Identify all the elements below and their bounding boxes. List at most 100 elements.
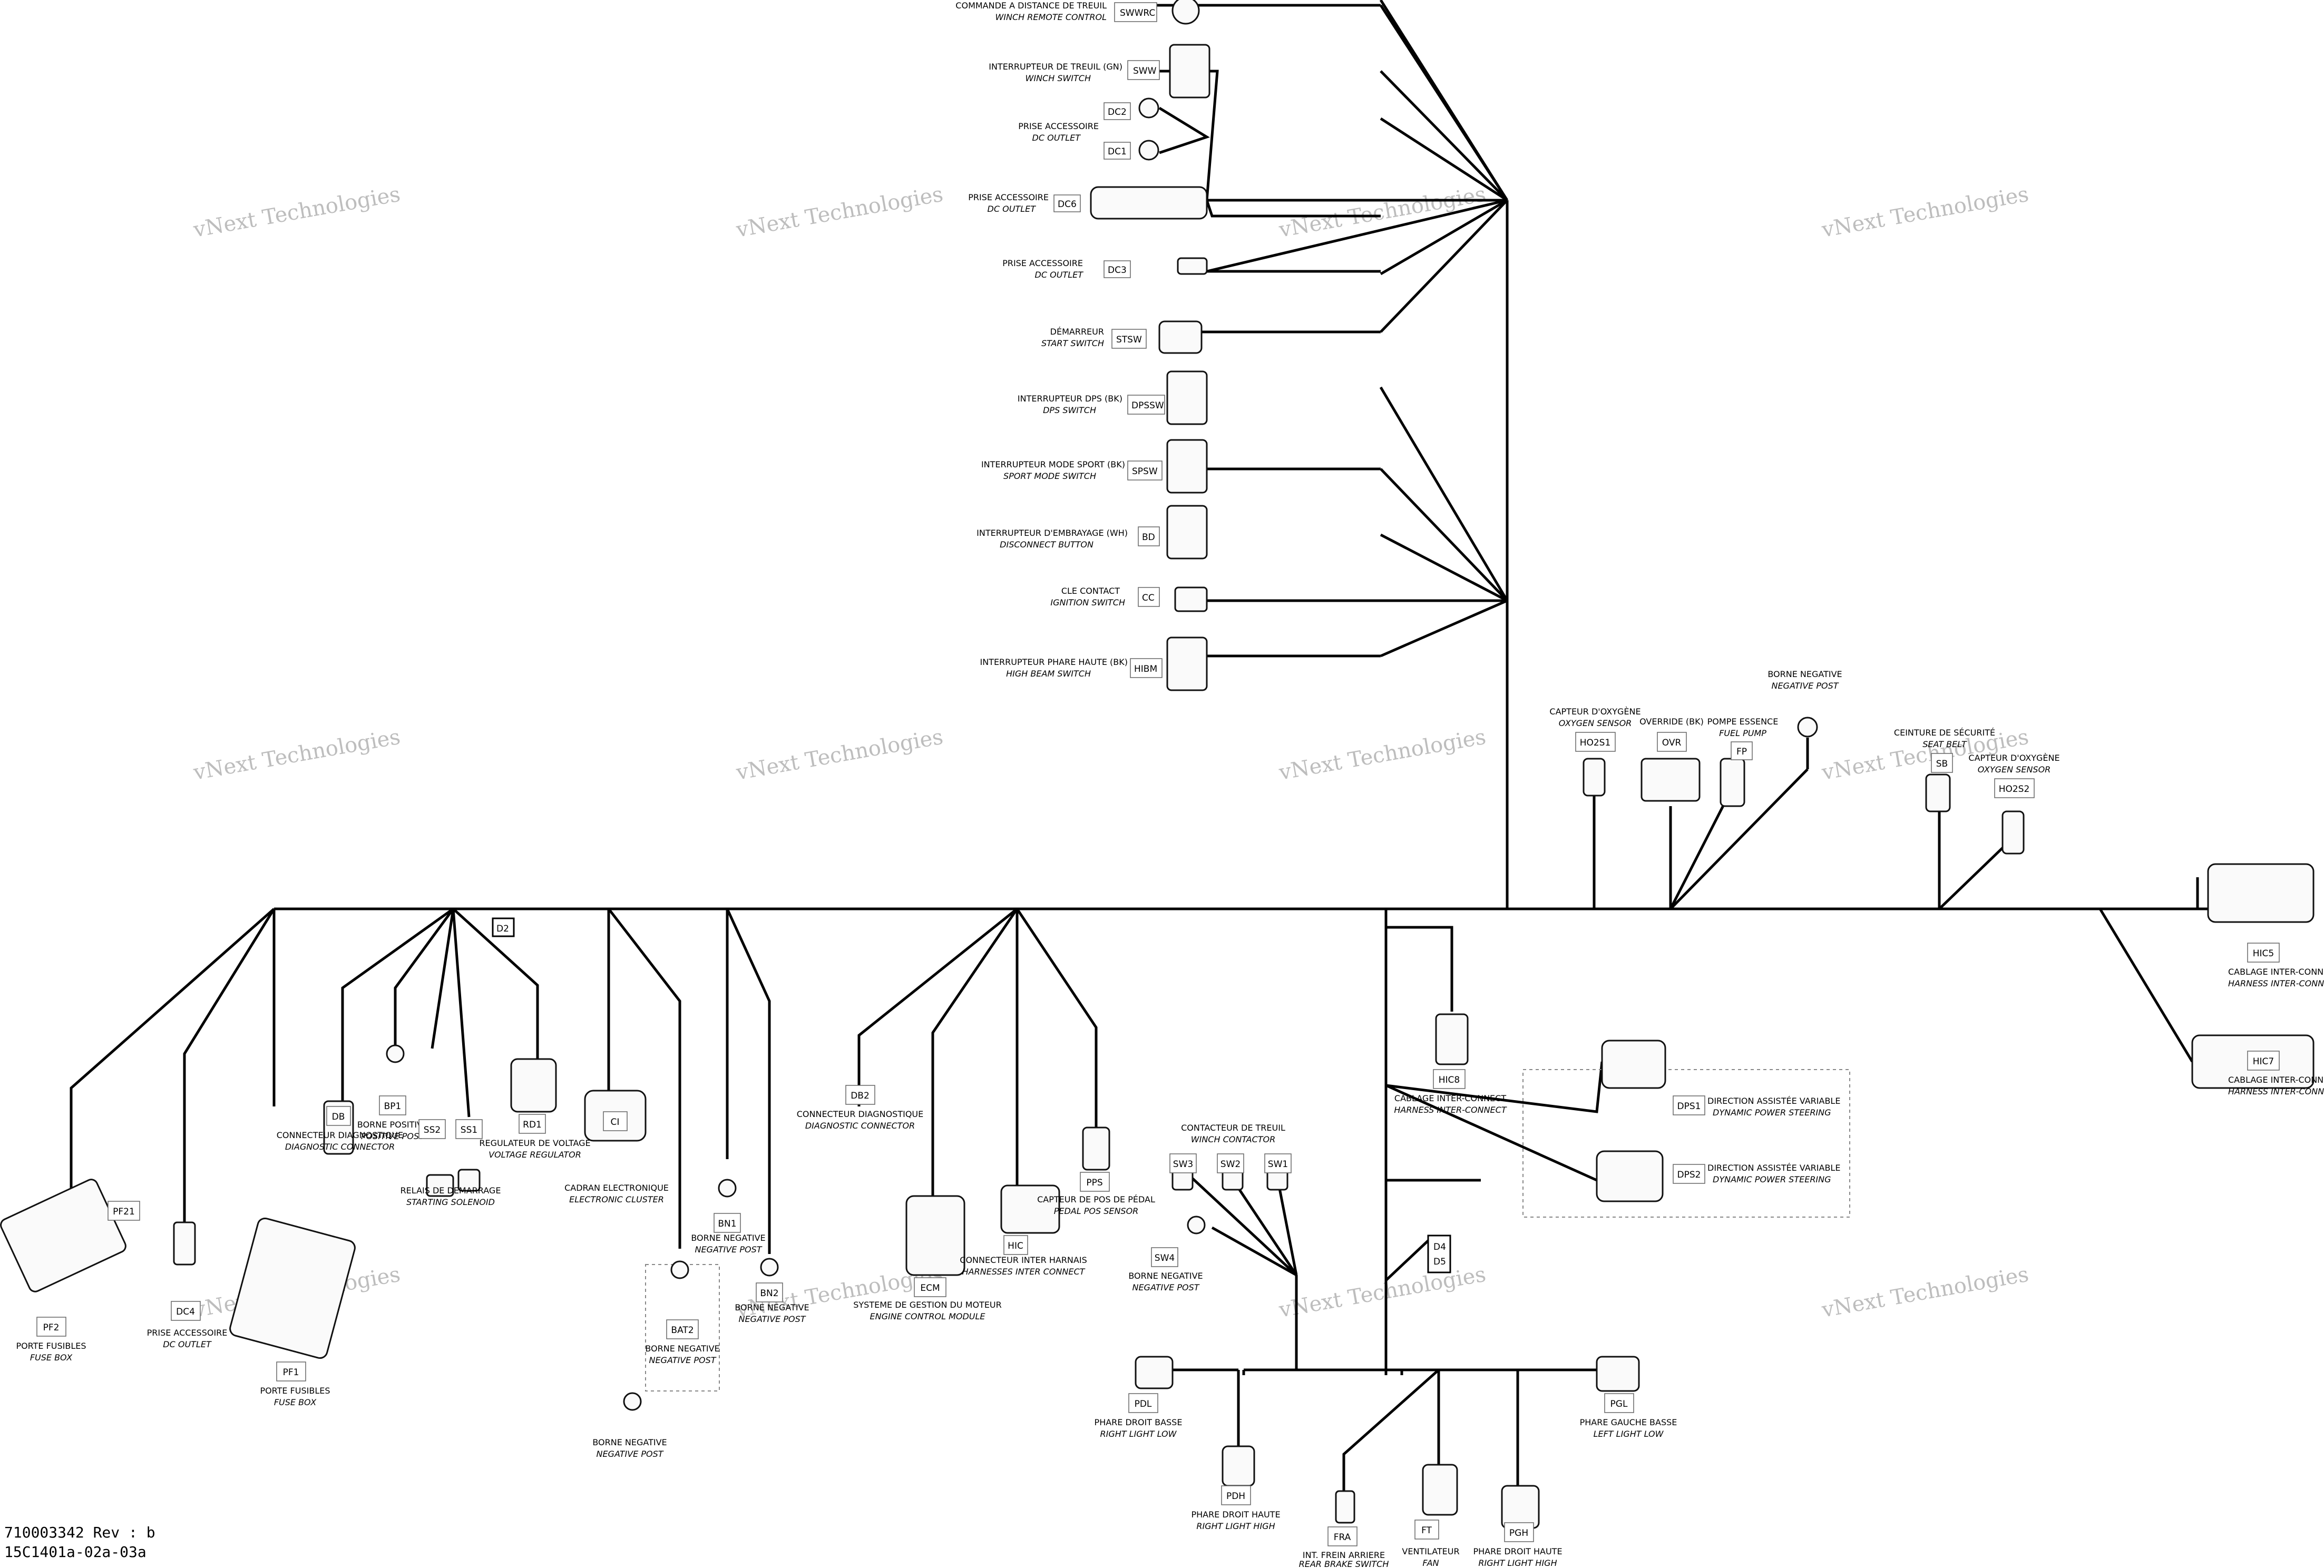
svg-text:CC: CC <box>1142 593 1155 603</box>
label-ho2s2: HO2S2 CAPTEUR D'OXYGÈNE OXYGEN SENSOR <box>1968 753 2060 798</box>
svg-text:vNext Technologies: vNext Technologies <box>1820 182 2030 242</box>
svg-text:FRA: FRA <box>1334 1532 1351 1543</box>
svg-text:RIGHT LIGHT HIGH: RIGHT LIGHT HIGH <box>1196 1521 1275 1531</box>
svg-text:START SWITCH: START SWITCH <box>1041 338 1104 348</box>
watermark: vNext Technologies <box>1820 182 2030 242</box>
switch-connector-icon <box>1166 439 1208 494</box>
fuse-box-icon <box>0 1179 126 1292</box>
svg-text:ECM: ECM <box>920 1283 940 1293</box>
label-db2: DB2 CONNECTEUR DIAGNOSTIQUE DIAGNOSTIC C… <box>797 1085 923 1131</box>
headlight-connector-icon <box>1222 1445 1255 1487</box>
svg-text:PHARE DROIT HAUTE: PHARE DROIT HAUTE <box>1473 1546 1562 1556</box>
label-bn1: BN1 BORNE NEGATIVE NEGATIVE POST <box>691 1213 766 1255</box>
svg-text:PF2: PF2 <box>43 1322 60 1333</box>
svg-text:PDH: PDH <box>1226 1491 1245 1502</box>
svg-text:CONTACTEUR DE TREUIL: CONTACTEUR DE TREUIL <box>1181 1123 1285 1133</box>
svg-text:DIRECTION ASSISTÉE VARIABLE: DIRECTION ASSISTÉE VARIABLE <box>1707 1163 1840 1173</box>
positive-post-icon <box>386 1044 405 1063</box>
wire-bundle-upper <box>1138 0 1509 909</box>
dc-outlet-icon <box>1177 257 1208 275</box>
oxygen-sensor-icon <box>2001 810 2025 855</box>
seat-belt-icon <box>1925 773 1951 812</box>
svg-text:DC3: DC3 <box>1108 265 1127 276</box>
svg-text:DC OUTLET: DC OUTLET <box>163 1339 212 1349</box>
svg-text:SEAT BELT: SEAT BELT <box>1922 739 1967 749</box>
svg-text:FUSE BOX: FUSE BOX <box>30 1353 73 1363</box>
svg-text:CEINTURE DE SÉCURITÉ: CEINTURE DE SÉCURITÉ <box>1894 728 1995 738</box>
svg-text:FAN: FAN <box>1422 1558 1439 1568</box>
svg-text:DIRECTION ASSISTÉE VARIABLE: DIRECTION ASSISTÉE VARIABLE <box>1707 1096 1840 1106</box>
connector-glyphs <box>0 0 2315 1529</box>
switch-connector-icon <box>1166 636 1208 691</box>
svg-text:POMPE ESSENCE: POMPE ESSENCE <box>1707 717 1779 727</box>
svg-text:STARTING SOLENOID: STARTING SOLENOID <box>406 1197 495 1207</box>
svg-text:SB: SB <box>1936 759 1948 769</box>
svg-text:OXYGEN SENSOR: OXYGEN SENSOR <box>1978 765 2051 775</box>
svg-text:BORNE POSITIVE: BORNE POSITIVE <box>357 1120 428 1130</box>
watermark: vNext Technologies <box>191 725 402 785</box>
svg-text:VOLTAGE REGULATOR: VOLTAGE REGULATOR <box>489 1150 581 1160</box>
svg-text:CADRAN ELECTRONIQUE: CADRAN ELECTRONIQUE <box>564 1183 669 1193</box>
svg-text:vNext Technologies: vNext Technologies <box>1277 1262 1488 1322</box>
svg-text:DC6: DC6 <box>1058 199 1077 210</box>
svg-text:DC OUTLET: DC OUTLET <box>1035 270 1084 280</box>
label-sb: SB CEINTURE DE SÉCURITÉ SEAT BELT <box>1894 728 1995 773</box>
dc-outlet-icon <box>1090 186 1208 220</box>
svg-text:RIGHT LIGHT LOW: RIGHT LIGHT LOW <box>1100 1429 1177 1439</box>
svg-text:PHARE DROIT BASSE: PHARE DROIT BASSE <box>1095 1417 1183 1427</box>
svg-text:BAT2: BAT2 <box>671 1325 694 1336</box>
svg-text:ENGINE CONTROL MODULE: ENGINE CONTROL MODULE <box>870 1311 985 1321</box>
label-hic8: HIC8 CABLAGE INTER-CONNECT HARNESS INTER… <box>1394 1069 1507 1115</box>
dc-outlet-icon <box>1138 97 1159 119</box>
svg-text:REAR BRAKE SWITCH: REAR BRAKE SWITCH <box>1299 1559 1389 1568</box>
svg-text:HO2S1: HO2S1 <box>1580 738 1611 748</box>
label-hic5: HIC5 CABLAGE INTER-CONNECT HARNESS INTER… <box>2228 943 2324 988</box>
label-fp: FP POMPE ESSENCE FUEL PUMP <box>1707 717 1779 760</box>
svg-text:OXYGEN SENSOR: OXYGEN SENSOR <box>1559 718 1632 728</box>
svg-text:POSITIVE POST: POSITIVE POST <box>361 1131 425 1141</box>
label-ft: FT VENTILATEUR FAN <box>1402 1520 1460 1568</box>
svg-text:DC OUTLET: DC OUTLET <box>1032 133 1081 143</box>
negative-post-icon <box>1797 717 1818 738</box>
svg-text:SW3: SW3 <box>1173 1159 1193 1170</box>
power-steering-icon <box>1596 1150 1664 1202</box>
svg-text:vNext Technologies: vNext Technologies <box>1277 725 1488 785</box>
label-pps: PPS CAPTEUR DE POS DE PÉDAL PEDAL POS SE… <box>1037 1172 1155 1216</box>
fan-connector-icon <box>1422 1464 1458 1516</box>
label-pdl: PDL PHARE DROIT BASSE RIGHT LIGHT LOW <box>1095 1393 1183 1439</box>
svg-text:HARNESS INTER-CONNECT: HARNESS INTER-CONNECT <box>2228 978 2324 988</box>
marker-d5: D5 <box>1433 1257 1446 1267</box>
svg-text:HIGH BEAM SWITCH: HIGH BEAM SWITCH <box>1006 669 1091 679</box>
svg-text:FT: FT <box>1421 1525 1432 1536</box>
svg-text:SPSW: SPSW <box>1132 466 1158 477</box>
label-sw3: SW3 CONTACTEUR DE TREUIL WINCH CONTACTOR <box>1169 1123 1285 1173</box>
svg-text:BN1: BN1 <box>718 1219 736 1229</box>
svg-text:CAPTEUR D'OXYGÈNE: CAPTEUR D'OXYGÈNE <box>1968 753 2059 763</box>
wire-bundle-left <box>70 907 771 1254</box>
label-pf1: PF1 PORTE FUSIBLES FUSE BOX <box>260 1361 330 1407</box>
dc-outlet-icon <box>173 1221 196 1266</box>
label-ss1: SS1 <box>455 1119 483 1139</box>
svg-text:BORNE NEGATIVE: BORNE NEGATIVE <box>1768 669 1842 679</box>
label-ss2: SS2 RELAIS DE DEMARRAGE STARTING SOLENOI… <box>401 1119 501 1207</box>
label-pdh: PDH PHARE DROIT HAUTE RIGHT LIGHT HIGH <box>1191 1485 1281 1531</box>
svg-text:WINCH REMOTE CONTROL: WINCH REMOTE CONTROL <box>995 12 1107 22</box>
svg-text:SWWRC: SWWRC <box>1120 8 1155 18</box>
label-dc4: DC4 PRISE ACCESSOIRE DC OUTLET <box>147 1301 227 1349</box>
svg-text:IGNITION SWITCH: IGNITION SWITCH <box>1050 597 1125 607</box>
svg-text:PORTE FUSIBLES: PORTE FUSIBLES <box>16 1341 86 1351</box>
label-rd1: RD1 REGULATEUR DE VOLTAGE VOLTAGE REGULA… <box>479 1114 591 1160</box>
svg-text:PGL: PGL <box>1610 1399 1628 1409</box>
svg-text:DIAGNOSTIC CONNECTOR: DIAGNOSTIC CONNECTOR <box>285 1142 395 1152</box>
svg-text:BD: BD <box>1142 532 1155 543</box>
solenoid-icon <box>457 1169 481 1192</box>
headlight-connector-icon <box>1596 1356 1640 1392</box>
svg-text:INTERRUPTEUR DE TREUIL (GN): INTERRUPTEUR DE TREUIL (GN) <box>989 62 1122 72</box>
engine-control-module-icon <box>905 1195 965 1276</box>
watermark: vNext Technologies <box>734 725 945 785</box>
svg-text:HIC: HIC <box>1008 1241 1023 1251</box>
svg-text:FUEL PUMP: FUEL PUMP <box>1719 728 1766 738</box>
fuse-box-icon <box>229 1217 356 1359</box>
svg-text:CAPTEUR DE POS DE PÉDAL: CAPTEUR DE POS DE PÉDAL <box>1037 1194 1155 1204</box>
